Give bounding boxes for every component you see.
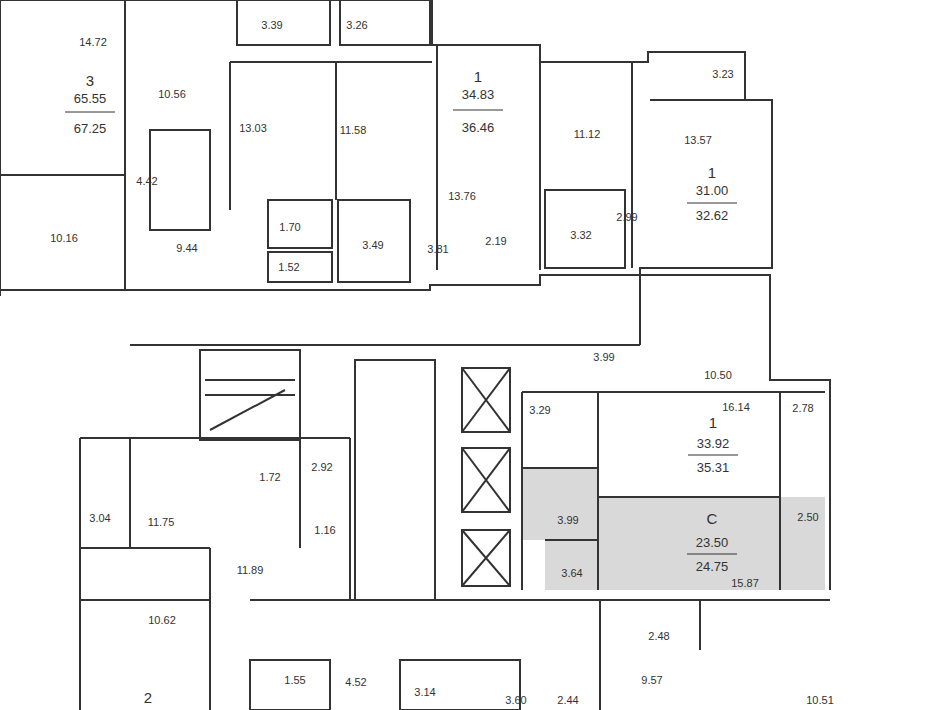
room-area: 32.62: [696, 209, 729, 222]
room-area: 2.50: [797, 512, 818, 523]
room-area: 3.81: [427, 244, 448, 255]
room-area: 2.99: [616, 212, 637, 223]
room-area: 2.92: [311, 462, 332, 473]
room-area: 11.58: [340, 125, 367, 136]
room-area: 1.16: [314, 525, 335, 536]
room-area: 3: [86, 73, 94, 88]
room-area: 9.44: [176, 243, 197, 254]
room-area: 11.75: [148, 517, 175, 528]
room-area: 3.32: [570, 230, 591, 241]
room-area: 3.99: [557, 515, 578, 526]
room-area: 3.99: [593, 352, 614, 363]
room-area: 1.55: [284, 675, 305, 686]
room-area: 3.64: [561, 568, 582, 579]
room-area: 3.49: [362, 240, 383, 251]
room-area: 3.60: [505, 695, 526, 706]
room-area: 1: [474, 69, 482, 84]
room-area: 1: [708, 165, 716, 180]
room-area: 3.26: [346, 20, 367, 31]
room-area: 9.57: [641, 675, 662, 686]
room-area: 31.00: [696, 184, 729, 197]
room-area: 1.52: [278, 262, 299, 273]
room-area: 2.19: [485, 236, 506, 247]
room-area: 14.72: [79, 37, 107, 48]
room-area: 15.87: [731, 578, 759, 589]
room-area: 13.57: [684, 135, 712, 146]
room-area: 36.46: [462, 121, 495, 134]
room-area: 4.52: [345, 677, 366, 688]
room-area: 67.25: [74, 122, 107, 135]
room-area: 10.16: [50, 233, 78, 244]
room-area: 34.83: [462, 88, 495, 101]
room-area: 23.50: [696, 536, 729, 549]
room-area: 13.76: [448, 191, 476, 202]
room-area: 11.89: [237, 565, 264, 576]
room-area: 10.51: [806, 695, 834, 706]
room-area: 1.72: [259, 472, 280, 483]
room-area: 10.56: [158, 89, 186, 100]
room-area: C: [707, 511, 718, 526]
room-area: 3.39: [261, 20, 282, 31]
room-area: 3.23: [712, 69, 733, 80]
room-area: 3.04: [89, 513, 110, 524]
room-area: 11.12: [574, 129, 601, 140]
room-area: 2.44: [557, 695, 578, 706]
room-area: 3.29: [529, 405, 550, 416]
room-area: 16.14: [722, 402, 750, 413]
room-area: 35.31: [697, 461, 730, 474]
room-area: 2.48: [648, 631, 669, 642]
room-area: 33.92: [697, 437, 730, 450]
room-area: 10.62: [148, 615, 176, 626]
room-area: 24.75: [696, 560, 729, 573]
room-area: 1.70: [279, 222, 300, 233]
room-area: 4.42: [136, 176, 157, 187]
room-area: 65.55: [74, 92, 107, 105]
room-area: 13.03: [239, 123, 267, 134]
room-area: 3.14: [414, 687, 435, 698]
room-area: 2: [144, 690, 152, 705]
room-area: 2.78: [792, 403, 813, 414]
room-area: 10.50: [704, 370, 732, 381]
room-area: 1: [709, 415, 717, 430]
